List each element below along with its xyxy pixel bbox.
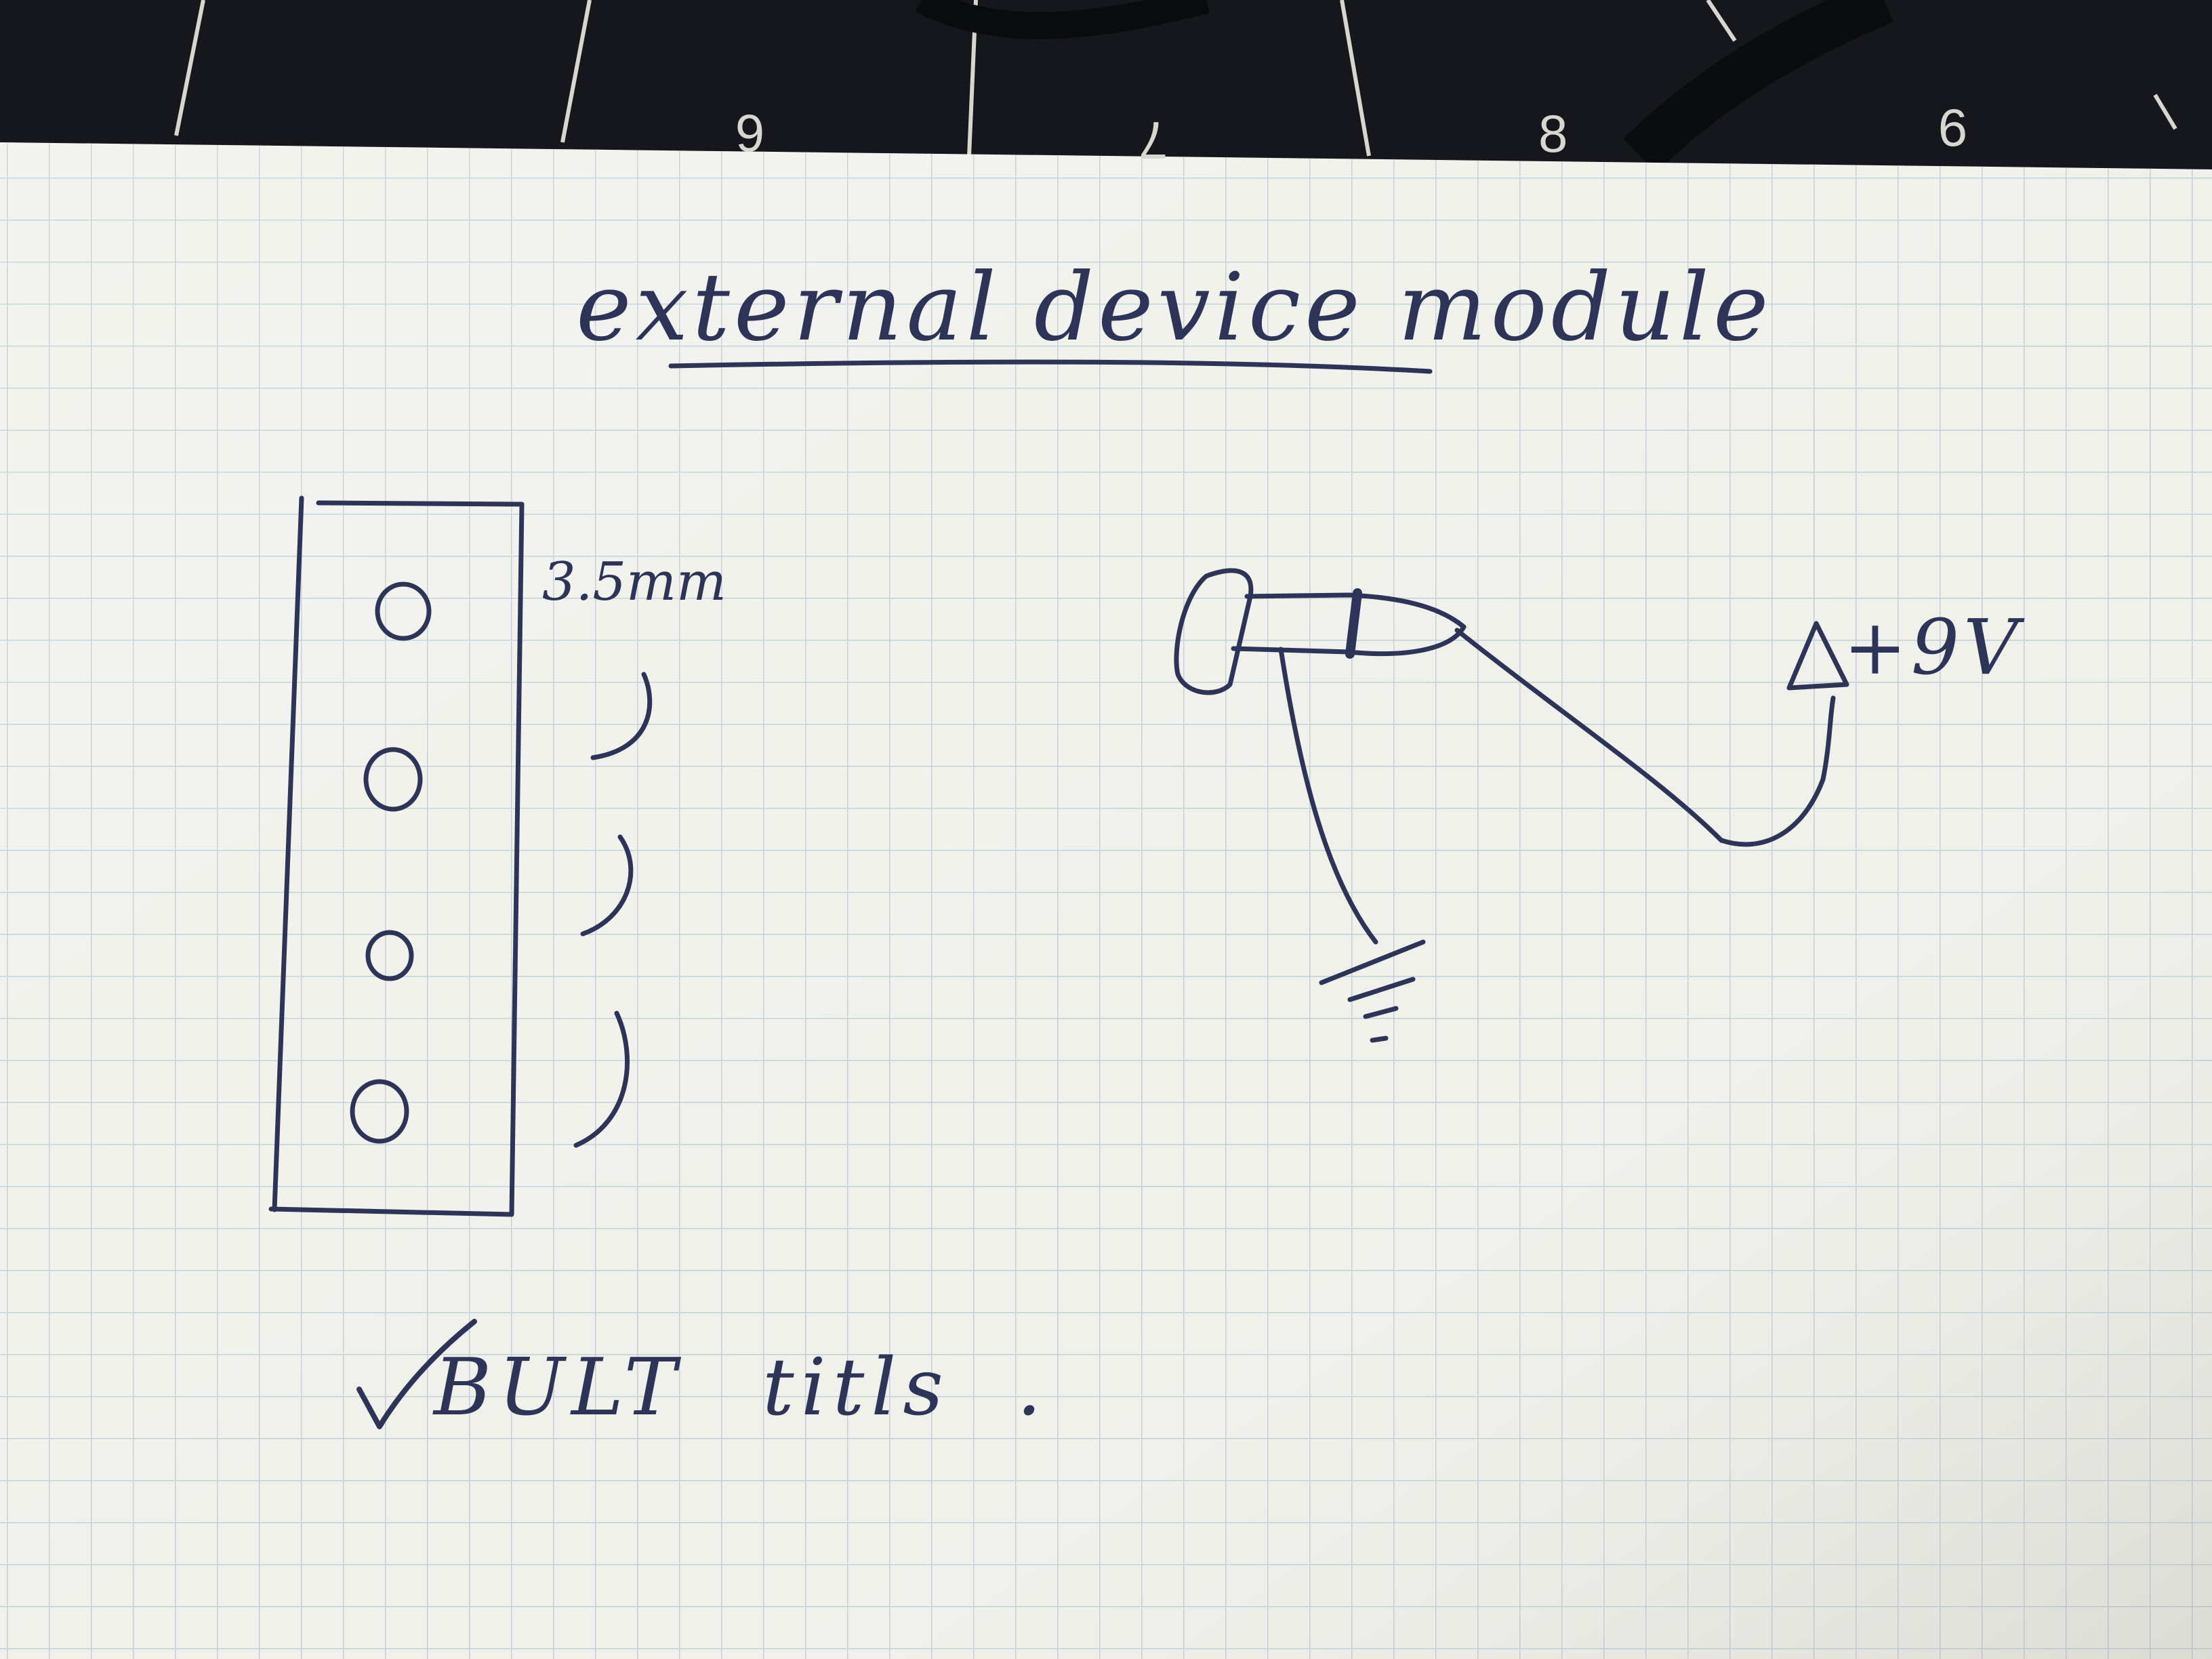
voltage-label: +9V [1843, 604, 2022, 692]
supply-triangle [1786, 621, 1849, 691]
ground-symbol [1319, 939, 1426, 1043]
bracket-2 [580, 834, 634, 937]
jack-1 [375, 581, 432, 641]
jack-4 [350, 1079, 409, 1144]
notebook-page [0, 142, 2212, 1659]
jack-size-label: 3.5mm [542, 552, 726, 613]
jack-2 [363, 747, 423, 812]
bracket-3 [573, 1010, 630, 1148]
mat-number-6: 6 [735, 104, 765, 163]
mat-number-7: 7 [1139, 110, 1168, 170]
title-underline [668, 359, 1433, 374]
mat-number-8: 8 [1538, 104, 1568, 163]
wiring-drawing [1174, 568, 1849, 1043]
jack-3 [365, 930, 414, 981]
mat-number-9: 9 [1938, 98, 1968, 158]
plug-head [1174, 568, 1254, 695]
handwritten-title: external device module [576, 253, 1773, 362]
note-word-bult: BULT [434, 1342, 683, 1433]
plug-body [1231, 592, 1467, 657]
panel-drawing [268, 495, 653, 1217]
note-period: . [1017, 1342, 1042, 1433]
bracket-1 [590, 672, 653, 760]
sleeve-wire [1278, 647, 1378, 945]
note-word-titls: titls [762, 1342, 950, 1433]
check-mark [356, 1319, 477, 1429]
tip-wire [1454, 628, 1836, 847]
plug-ring [1345, 588, 1362, 659]
